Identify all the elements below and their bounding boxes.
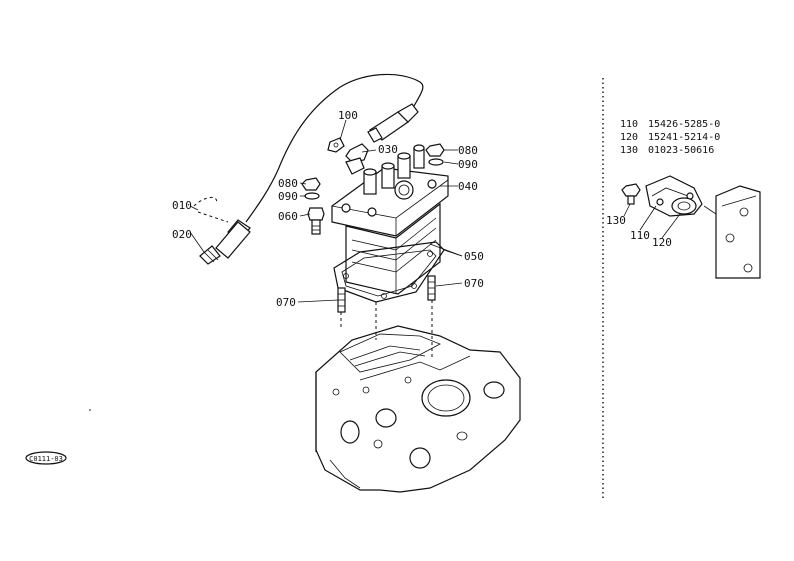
fitting-030 bbox=[345, 143, 369, 175]
callout-070-left: 070 bbox=[276, 296, 296, 309]
parts-list-no: 120 bbox=[620, 132, 638, 143]
speck bbox=[89, 409, 91, 411]
callout-090-left: 090 bbox=[278, 190, 298, 203]
callout-020: 020 bbox=[172, 228, 192, 241]
callout-110: 110 bbox=[630, 229, 650, 242]
parts-list-no: 110 bbox=[620, 119, 638, 130]
callout-070-right: 070 bbox=[464, 277, 484, 290]
callout-080-left: 080 bbox=[278, 177, 298, 190]
callout-100: 100 bbox=[338, 109, 358, 122]
sensor-assembly bbox=[245, 73, 424, 223]
dashed-bracket-010 bbox=[193, 197, 229, 223]
engine-block bbox=[315, 325, 521, 493]
parts-list-no: 130 bbox=[620, 145, 638, 156]
parts-list-part: 15426-5285-0 bbox=[648, 119, 720, 130]
callout-120: 120 bbox=[652, 236, 672, 249]
callout-130: 130 bbox=[606, 214, 626, 227]
leader-lines bbox=[189, 119, 681, 303]
cover-plate-assembly bbox=[621, 175, 761, 279]
callout-090-right: 090 bbox=[458, 158, 478, 171]
reference-badge: C0111-03 bbox=[25, 451, 67, 465]
parts-list-part: 01023-50616 bbox=[648, 145, 714, 156]
nut-washer-right bbox=[425, 143, 445, 166]
part-010 bbox=[199, 219, 251, 265]
callout-010: 010 bbox=[172, 199, 192, 212]
callout-040: 040 bbox=[458, 180, 478, 193]
callout-060: 060 bbox=[278, 210, 298, 223]
parts-list-part: 15241-5214-0 bbox=[648, 132, 720, 143]
callout-labels: 010 020 100 030 080 090 040 080 090 060 … bbox=[172, 109, 672, 309]
bolt-060 bbox=[307, 207, 325, 235]
callout-050: 050 bbox=[464, 250, 484, 263]
injection-pump bbox=[331, 144, 449, 360]
callout-080-right: 080 bbox=[458, 144, 478, 157]
reference-badge-text: C0111-03 bbox=[29, 455, 63, 463]
parts-list: 110 15426-5285-0 120 15241-5214-0 130 01… bbox=[620, 119, 720, 156]
callout-030: 030 bbox=[378, 143, 398, 156]
fitting-100 bbox=[327, 137, 345, 153]
